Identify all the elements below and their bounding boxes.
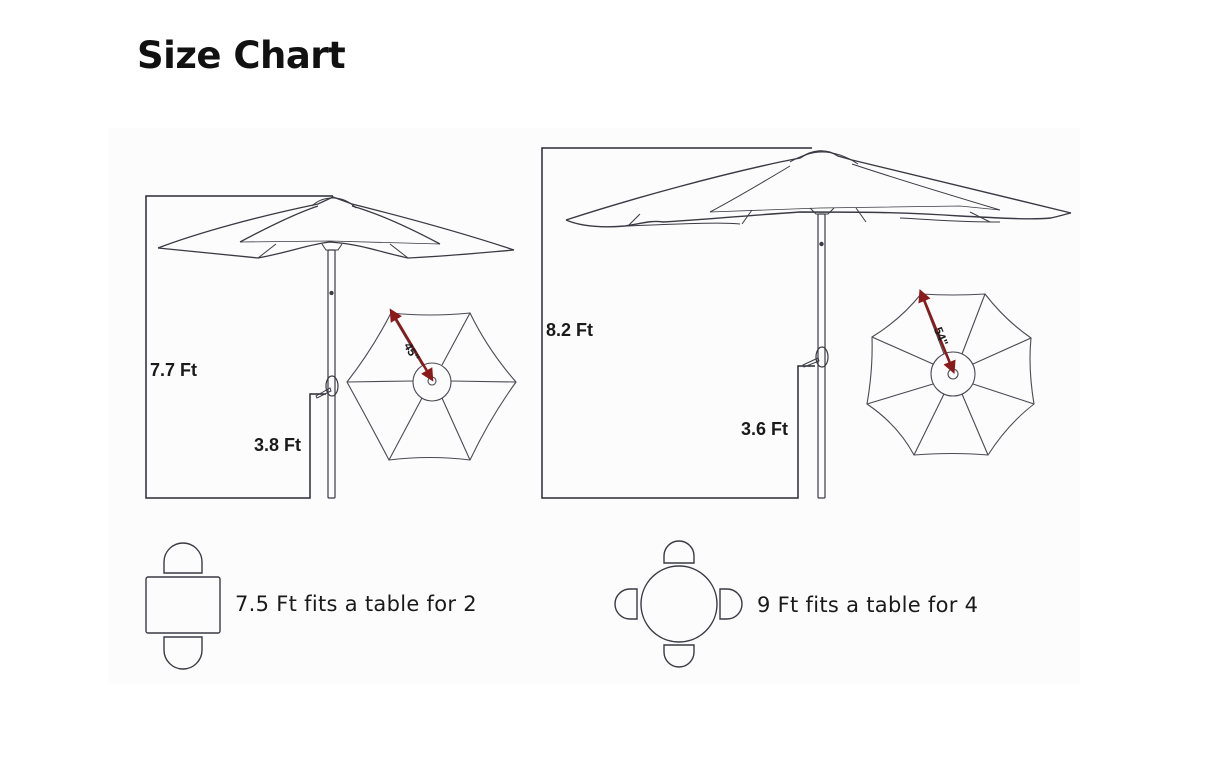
umbrella-large-side-view <box>541 147 1072 499</box>
table-for-4-label: 9 Ft fits a table for 4 <box>757 593 979 617</box>
large-crank-height-label: 3.6 Ft <box>741 419 789 439</box>
umbrella-small-top-view <box>346 312 517 461</box>
table-for-2-label: 7.5 Ft fits a table for 2 <box>235 592 477 616</box>
umbrella-large-top-view <box>866 293 1035 456</box>
umbrella-small-side-view <box>145 195 515 499</box>
diagram-panel <box>108 128 1080 684</box>
rib-length-arrow-small <box>389 308 434 382</box>
table-for-2-icon <box>145 542 221 670</box>
rib-length-arrow-large <box>918 288 956 375</box>
small-total-height-label: 7.7 Ft <box>150 360 198 380</box>
page-title: Size Chart <box>137 34 346 77</box>
large-total-height-label: 8.2 Ft <box>546 320 594 340</box>
small-crank-height-label: 3.8 Ft <box>254 435 302 455</box>
table-for-4-icon <box>614 540 743 668</box>
